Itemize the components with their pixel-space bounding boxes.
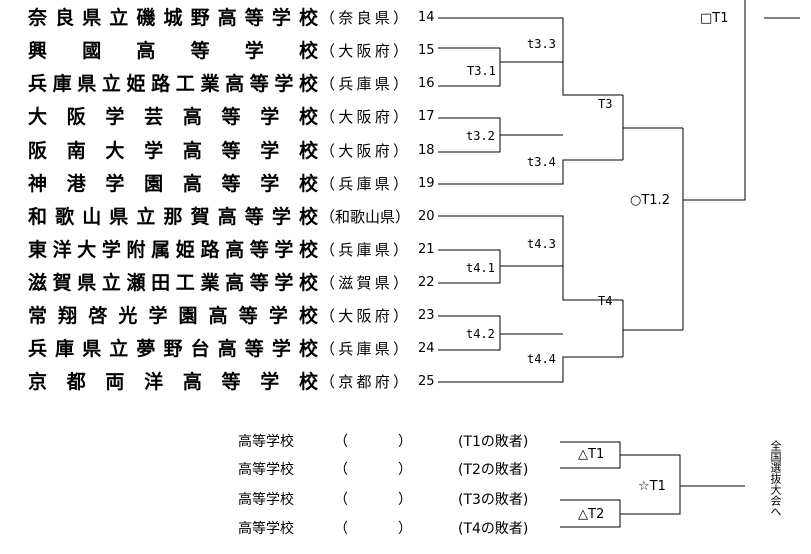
close-paren: ） [398, 521, 412, 537]
match-label-t3-2: t3.2 [466, 129, 495, 143]
school-name: 常翔啓光学園高等学校 [28, 305, 318, 327]
close-paren: ） [398, 462, 412, 478]
school-name: 和歌山県立那賀高等学校 [28, 206, 318, 228]
open-paren: （ [334, 434, 348, 450]
prefecture: （大阪府） [320, 42, 408, 60]
school-name: 滋賀県立瀬田工業高等学校 [28, 272, 318, 294]
prefecture: （大阪府） [320, 108, 408, 126]
seed-number: 17 [418, 109, 435, 124]
prefecture: （兵庫県） [320, 75, 408, 93]
close-paren: ） [398, 434, 412, 450]
open-paren: （ [334, 492, 348, 508]
school-name: 大阪学芸高等学校 [28, 106, 318, 128]
consolation-school: 高等学校 [238, 462, 294, 478]
seed-number: 22 [418, 275, 435, 290]
team-row: 神港学園高等学校 （兵庫県） [28, 169, 408, 199]
seed-number: 18 [418, 143, 435, 158]
consolation-row: 高等学校 （ ） (T3の敗者) [238, 489, 618, 511]
open-paren: （ [334, 521, 348, 537]
destination-label: 全国選抜大会へ [769, 440, 782, 517]
seed-number: 14 [418, 10, 435, 25]
school-name: 兵庫県立姫路工業高等学校 [28, 73, 318, 95]
consolation-label-tri-T1: △T1 [578, 447, 605, 462]
team-row: 東洋大学附属姫路高等学校 （兵庫県） [28, 235, 408, 265]
loser-source: (T1の敗者) [458, 434, 529, 450]
team-row: 常翔啓光学園高等学校 （大阪府） [28, 301, 408, 331]
consolation-school: 高等学校 [238, 492, 294, 508]
seed-number: 16 [418, 76, 435, 91]
team-row: 興國高等学校 （大阪府） [28, 36, 408, 66]
match-label-t3-4: t3.4 [527, 155, 556, 169]
seed-number: 19 [418, 176, 435, 191]
loser-source: (T4の敗者) [458, 521, 529, 537]
seed-number: 15 [418, 43, 435, 58]
school-name: 東洋大学附属姫路高等学校 [28, 239, 318, 261]
team-row: 和歌山県立那賀高等学校 （和歌山県） [28, 202, 411, 232]
match-label-T4: T4 [598, 294, 613, 308]
match-label-T1-2: ○T1.2 [630, 193, 670, 208]
consolation-label-tri-T2: △T2 [578, 507, 605, 522]
school-name: 兵庫県立夢野台高等学校 [28, 338, 318, 360]
match-label-t4-2: t4.2 [466, 327, 495, 341]
school-name: 京都両洋高等学校 [28, 371, 318, 393]
consolation-school: 高等学校 [238, 521, 294, 537]
match-label-T1-final: □T1 [700, 11, 729, 26]
match-label-t4-3: t4.3 [527, 237, 556, 251]
team-row: 阪南大学高等学校 （大阪府） [28, 136, 408, 166]
match-label-T3: T3 [598, 97, 613, 111]
team-row: 大阪学芸高等学校 （大阪府） [28, 102, 408, 132]
prefecture: （滋賀県） [320, 274, 408, 292]
consolation-label-star-T1: ☆T1 [638, 479, 666, 494]
school-name: 神港学園高等学校 [28, 173, 318, 195]
prefecture: （奈良県） [320, 9, 408, 27]
seed-number: 20 [418, 209, 435, 224]
seed-number: 23 [418, 308, 435, 323]
team-row: 京都両洋高等学校 （京都府） [28, 367, 408, 397]
seed-number: 21 [418, 242, 435, 257]
loser-source: (T2の敗者) [458, 462, 529, 478]
match-label-t4-1: t4.1 [466, 261, 495, 275]
prefecture: （兵庫県） [320, 175, 408, 193]
prefecture: （兵庫県） [320, 241, 408, 259]
consolation-row: 高等学校 （ ） (T4の敗者) [238, 518, 618, 540]
prefecture: （大阪府） [320, 142, 408, 160]
open-paren: （ [334, 462, 348, 478]
match-label-t4-4: t4.4 [527, 352, 556, 366]
seed-number: 24 [418, 341, 435, 356]
team-row: 兵庫県立夢野台高等学校 （兵庫県） [28, 334, 408, 364]
match-label-T3-1: T3.1 [467, 64, 496, 78]
school-name: 奈良県立磯城野高等学校 [28, 7, 318, 29]
prefecture: （和歌山県） [320, 208, 411, 226]
loser-source: (T3の敗者) [458, 492, 529, 508]
team-row: 奈良県立磯城野高等学校 （奈良県） [28, 3, 408, 33]
prefecture: （兵庫県） [320, 340, 408, 358]
team-row: 兵庫県立姫路工業高等学校 （兵庫県） [28, 69, 408, 99]
seed-number: 25 [418, 374, 435, 389]
team-row: 滋賀県立瀬田工業高等学校 （滋賀県） [28, 268, 408, 298]
consolation-school: 高等学校 [238, 434, 294, 450]
prefecture: （京都府） [320, 373, 408, 391]
school-name: 阪南大学高等学校 [28, 140, 318, 162]
close-paren: ） [398, 492, 412, 508]
prefecture: （大阪府） [320, 307, 408, 325]
consolation-row: 高等学校 （ ） (T2の敗者) [238, 459, 618, 481]
consolation-row: 高等学校 （ ） (T1の敗者) [238, 431, 618, 453]
match-label-t3-3: t3.3 [527, 37, 556, 51]
school-name: 興國高等学校 [28, 40, 318, 62]
